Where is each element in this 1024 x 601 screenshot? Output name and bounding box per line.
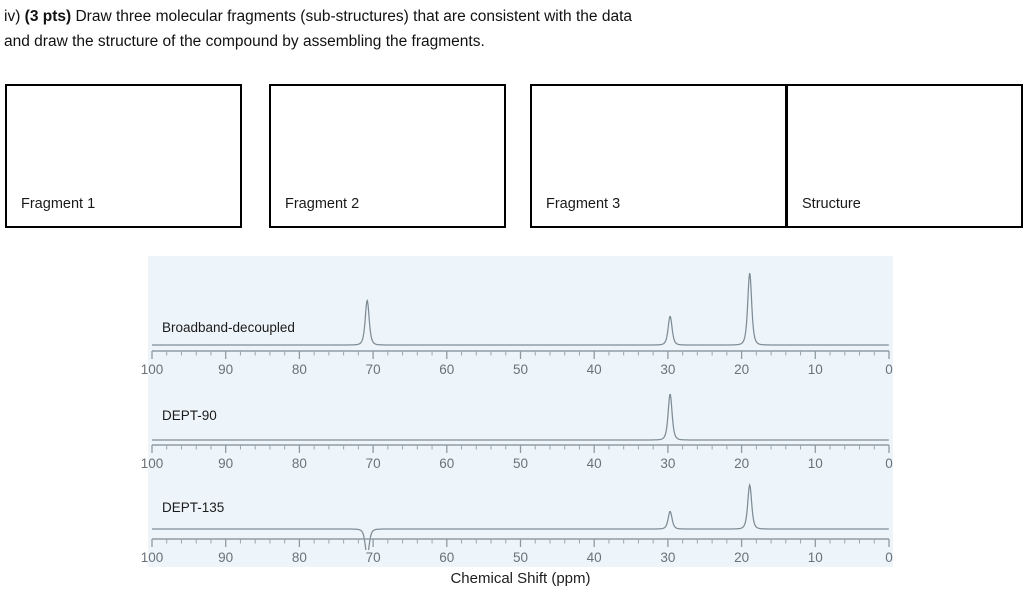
axis-ticks-dept-90 <box>151 444 890 453</box>
tick-label: 60 <box>439 456 455 471</box>
tick-label: 0 <box>885 362 893 377</box>
tick-label: 80 <box>291 550 307 565</box>
tick-label: 20 <box>734 362 750 377</box>
tick-label: 30 <box>660 456 676 471</box>
spectrum-line <box>152 482 889 550</box>
question-text: iv) (3 pts) Draw three molecular fragmen… <box>4 4 1014 54</box>
fragment-2-label: Fragment 2 <box>285 196 360 212</box>
tick-label: 50 <box>512 550 529 565</box>
axis-ticks-dept-135 <box>151 538 890 547</box>
tick-label: 10 <box>807 550 823 565</box>
tick-label: 20 <box>734 456 750 471</box>
tick-label: 20 <box>734 550 750 565</box>
tick-label: 10 <box>807 362 823 377</box>
question-points: (3 pts) <box>24 8 72 25</box>
tick-label: 0 <box>885 550 893 565</box>
tick-label: 100 <box>140 362 164 377</box>
tick-label: 30 <box>660 362 676 377</box>
tick-label: 70 <box>365 362 381 377</box>
tick-label: 10 <box>807 456 823 471</box>
tick-label: 50 <box>512 456 529 471</box>
panel-label-dept-135: DEPT-135 <box>162 500 225 515</box>
tick-label: 80 <box>291 362 307 377</box>
tick-label: 80 <box>291 456 307 471</box>
structure-label: Structure <box>802 196 861 212</box>
tick-label: 30 <box>660 550 676 565</box>
tick-label: 70 <box>365 456 381 471</box>
spectrum-line <box>152 393 889 441</box>
axis-ticks-broadband <box>151 350 890 359</box>
tick-label: 40 <box>586 550 602 565</box>
question-line1: Draw three molecular fragments (sub-stru… <box>71 8 632 25</box>
fragment-3-label: Fragment 3 <box>546 196 621 212</box>
tick-label: 50 <box>512 362 529 377</box>
spectrum-trace-dept-135 <box>152 482 889 550</box>
panel-label-dept-90: DEPT-90 <box>162 408 217 423</box>
tick-label: 60 <box>439 362 455 377</box>
tick-label: 90 <box>218 550 234 565</box>
spectrum-trace-dept-90 <box>152 393 889 441</box>
fragment-1-label: Fragment 1 <box>21 196 96 212</box>
tick-label: 90 <box>218 456 234 471</box>
spectrum-panel-dept-90: DEPT-90 <box>148 386 893 450</box>
tick-label: 100 <box>140 550 164 565</box>
tick-label: 0 <box>885 456 893 471</box>
fragment-3-box[interactable]: Fragment 3 <box>530 84 787 228</box>
question-line2: and draw the structure of the compound b… <box>4 33 485 50</box>
tick-label: 60 <box>439 550 455 565</box>
structure-box[interactable]: Structure <box>786 84 1023 228</box>
spectrum-line <box>152 272 889 346</box>
fragment-2-box[interactable]: Fragment 2 <box>269 84 506 228</box>
tick-label: 90 <box>218 362 234 377</box>
spectrum-trace-broadband-decoupled <box>152 272 889 346</box>
fragment-boxes: Fragment 1 Fragment 2 Fragment 3 Structu… <box>0 84 1024 232</box>
tick-label: 40 <box>586 456 602 471</box>
x-axis-title: Chemical Shift (ppm) <box>450 570 591 587</box>
panel-label-broadband-decoupled: Broadband-decoupled <box>162 320 295 335</box>
fragment-1-box[interactable]: Fragment 1 <box>5 84 242 228</box>
spectrum-panel-dept-135: DEPT-135 <box>148 480 893 550</box>
tick-label: 100 <box>140 456 164 471</box>
spectrum-panel-broadband-decoupled: Broadband-decoupled <box>148 256 893 356</box>
tick-label: 40 <box>586 362 602 377</box>
question-prefix: iv) <box>4 8 25 25</box>
tick-label: 70 <box>365 550 381 565</box>
